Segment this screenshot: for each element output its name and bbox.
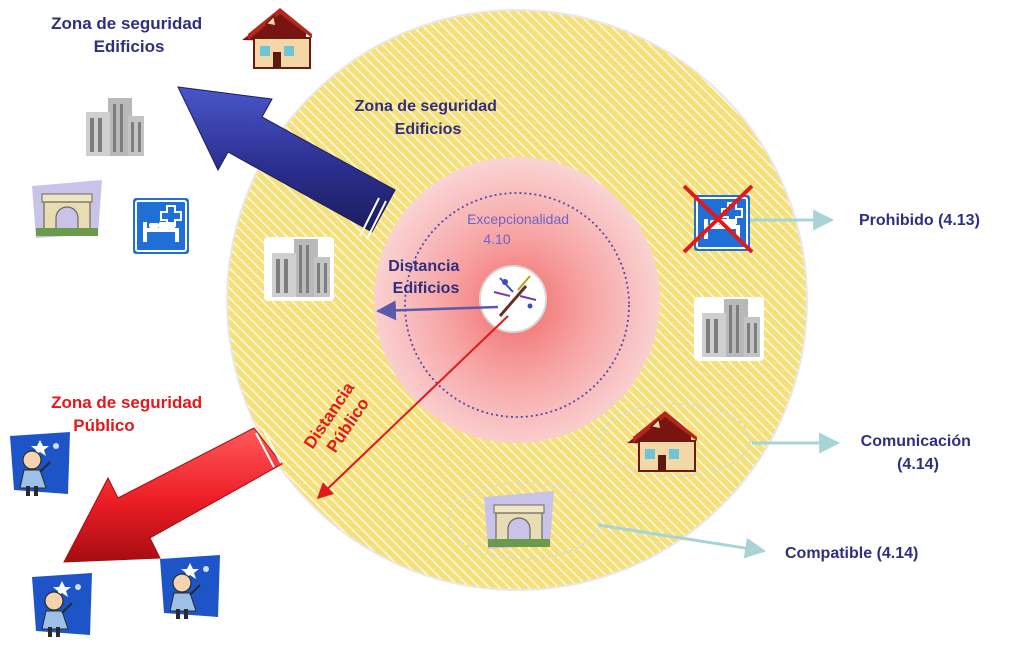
navy-zone-arrow [177,86,396,240]
svg-text:Comunicación (4.14): Comunicación (4.14) [861,433,976,473]
svg-text:Excepcionalidad 4.10: Excepcionalidad 4.10 [467,211,573,247]
zona-edificios-top-title: Zona de seguridad [51,14,202,33]
prohibido-label: Prohibido (4.13) [859,212,980,229]
zona-publico-subtitle: Público [73,416,134,435]
excepcionalidad-number: 4.10 [483,231,510,247]
spectator-icon [9,431,71,497]
compatible-connector [597,523,767,559]
comunicacion-sublabel: (4.14) [897,456,939,473]
svg-text:Zona de seguridad Edificio: Zona de seguridad Edificios [355,98,502,138]
distancia-edificios-label: Distancia [388,258,459,275]
zona-edificios-ring-subtitle: Edificios [395,121,462,138]
distancia-edificios-sublabel: Edificios [393,280,460,297]
prohibited-hospital-icon [682,184,754,254]
compatible-label: Compatible (4.14) [785,545,918,562]
house-icon [241,7,313,69]
monument-arch-icon [31,179,103,239]
firework-icon [493,275,537,317]
monument-arch-icon [483,490,555,550]
svg-text:Distancia Edificios: Distancia Edificios [388,258,464,297]
comunicacion-label: Comunicación [861,433,971,450]
hospital-bed-icon [132,197,190,255]
zona-edificios-top-subtitle: Edificios [94,37,165,56]
exceptionality-boundary [404,192,630,418]
svg-text:Prohibido (4.13): Prohibido (4.13) [859,212,980,229]
zona-publico-title: Zona de seguridad [51,393,202,412]
zona-edificios-ring-title: Zona de seguridad [355,98,497,115]
red-zone-arrow [63,427,283,563]
spectator-icon [159,554,221,620]
svg-text:Zona de seguridad Edificio: Zona de seguridad Edificios [51,14,207,56]
excepcionalidad-label: Excepcionalidad [467,211,569,227]
distancia-edificios-arrow [376,300,499,321]
svg-text:Compatible (4.14): Compatible (4.14) [785,545,918,562]
spectator-icon [31,572,93,638]
distancia-publico-arrow [316,315,509,500]
office-building-icon [264,237,334,301]
compatible-oval [448,482,600,560]
comunicacion-oval [599,403,751,477]
office-building-icon [78,96,148,160]
svg-text:Zona de seguridad Público: Zona de seguridad Público [51,393,207,435]
office-building-icon [694,297,764,361]
